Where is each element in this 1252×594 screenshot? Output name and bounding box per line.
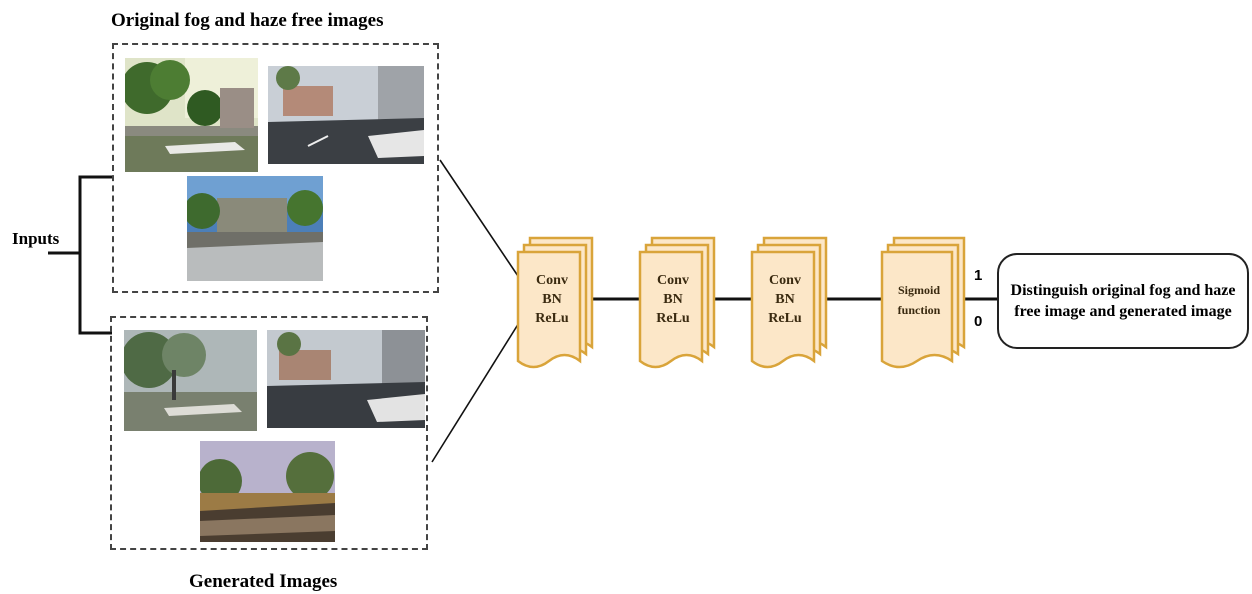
block-4-line-2: function [897, 303, 941, 317]
output-one-label: 1 [974, 267, 983, 284]
generated-images-box [110, 316, 428, 550]
block-1-line-3: ReLu [535, 311, 569, 326]
block-2-line-1: Conv [657, 273, 689, 288]
top-group-title: Original fog and haze free images [111, 10, 384, 31]
original-image-park [125, 58, 258, 172]
block-4-line-1: Sigmoid [897, 283, 940, 297]
block-1-line-2: BN [542, 292, 562, 307]
result-box: Distinguish original fog and haze free i… [997, 253, 1249, 349]
block-2-line-2: BN [663, 292, 683, 307]
block-1-line-1: Conv [536, 273, 568, 288]
layer-block-2 [638, 236, 716, 369]
block-2-sheet-3 [638, 250, 704, 369]
block-3-line-1: Conv [769, 273, 801, 288]
block-1-label: Conv BN ReLu [522, 271, 582, 328]
block-4-label: Sigmoid function [885, 280, 953, 320]
original-images-box [112, 43, 439, 293]
block-4-sheet-3 [880, 250, 954, 369]
generated-image-park [124, 330, 257, 431]
layer-block-1 [516, 236, 594, 369]
result-text: Distinguish original fog and haze free i… [1010, 282, 1236, 320]
block-3-sheet-3 [750, 250, 816, 369]
block-1-sheet-3 [516, 250, 582, 369]
generated-image-road [200, 441, 335, 542]
layer-block-4 [880, 236, 966, 369]
inputs-label: Inputs [12, 229, 60, 248]
block-3-line-2: BN [775, 292, 795, 307]
block-3-line-3: ReLu [768, 311, 802, 326]
block-2-line-3: ReLu [656, 311, 690, 326]
block-3-label: Conv BN ReLu [755, 271, 815, 328]
block-shapes [516, 236, 966, 369]
original-image-street [268, 66, 424, 164]
inputs-bracket [78, 175, 112, 335]
bottom-group-title: Generated Images [189, 571, 338, 592]
funnel-line-bottom [431, 317, 523, 463]
original-image-campus [187, 176, 323, 281]
layer-block-3 [750, 236, 828, 369]
funnel-line-top [439, 159, 523, 283]
generated-image-street [267, 330, 425, 428]
block-2-label: Conv BN ReLu [643, 271, 703, 328]
output-zero-label: 0 [974, 313, 983, 330]
